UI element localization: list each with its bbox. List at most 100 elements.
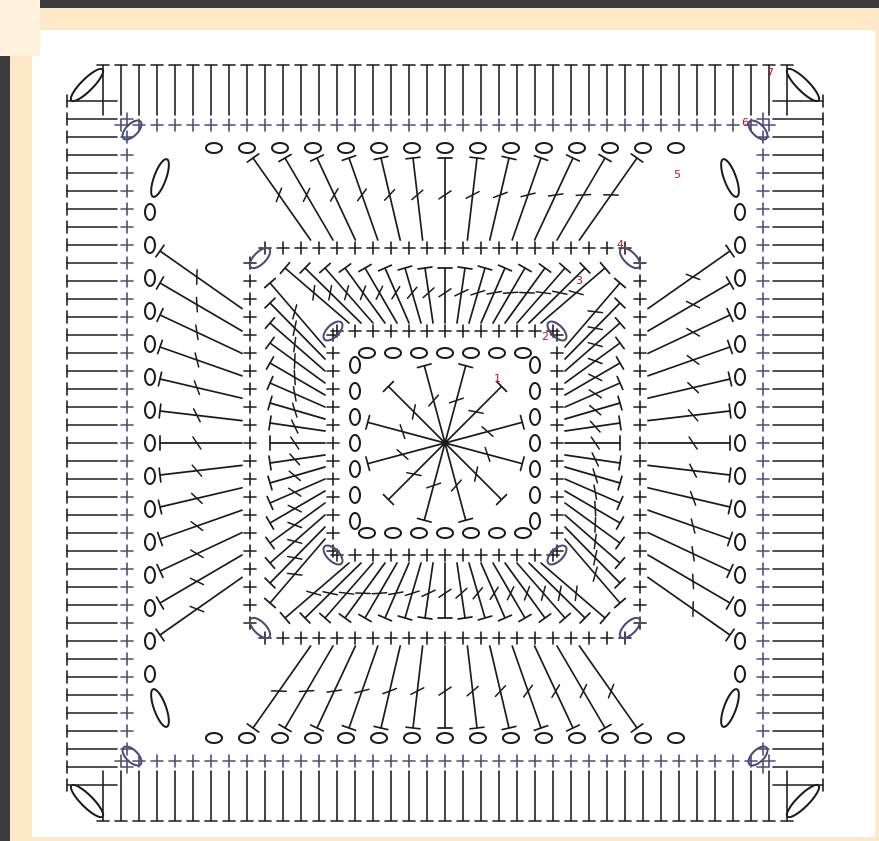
t-stitch-icon	[331, 771, 343, 821]
plus-stitch-icon	[634, 401, 646, 413]
plus-stitch-icon	[757, 239, 769, 251]
plus-stitch-icon	[349, 755, 361, 767]
oval-chain-icon	[145, 501, 155, 517]
row-label-1: 1	[494, 372, 501, 385]
plus-stitch-icon	[244, 329, 256, 341]
double-crochet-icon	[247, 646, 310, 732]
t-stitch-icon	[403, 771, 415, 821]
stitch-stem	[648, 315, 730, 353]
plus-stitch-icon	[511, 325, 523, 337]
plus-stitch-icon	[169, 755, 181, 767]
stitch-slash	[358, 189, 367, 201]
plus-stitch-icon	[244, 563, 256, 575]
t-stitch-icon	[511, 65, 523, 115]
t-stitch-icon	[67, 257, 117, 269]
t-stitch-icon	[67, 437, 117, 449]
t-stitch-icon	[295, 771, 307, 821]
plus-stitch-icon	[583, 755, 595, 767]
plus-stitch-icon	[551, 491, 563, 503]
stitch-slash	[520, 292, 534, 293]
stitch-top-bar	[406, 157, 420, 159]
stitch-stem	[349, 158, 378, 240]
plus-stitch-icon	[327, 347, 339, 359]
plus-stitch-icon	[121, 239, 133, 251]
plus-stitch-icon	[551, 347, 563, 359]
plus-stitch-icon	[757, 527, 769, 539]
t-stitch-icon	[67, 311, 117, 323]
stitch-slash	[549, 194, 563, 196]
oval-chain-icon	[385, 348, 401, 358]
plus-stitch-icon	[244, 401, 256, 413]
plus-stitch-icon	[757, 203, 769, 215]
stitch-stem	[445, 443, 502, 500]
oval-chain-icon	[145, 270, 155, 286]
center-dc-icon	[366, 416, 445, 443]
plus-stitch-icon	[673, 119, 685, 131]
plus-stitch-icon	[757, 491, 769, 503]
plus-stitch-icon	[547, 242, 559, 254]
plus-stitch-icon	[655, 119, 667, 131]
stitch-stem	[648, 347, 730, 376]
plus-stitch-icon	[601, 632, 613, 644]
stitch-slash	[482, 427, 493, 437]
oval-chain-icon	[735, 468, 745, 484]
t-stitch-icon	[773, 707, 823, 719]
oval-chain-icon	[735, 336, 745, 352]
stitch-stem	[490, 646, 509, 728]
double-crochet-icon	[320, 263, 373, 323]
plus-stitch-icon	[349, 632, 361, 644]
t-stitch-icon	[421, 65, 433, 115]
t-stitch-icon	[773, 743, 823, 755]
plus-stitch-icon	[727, 119, 739, 131]
t-stitch-icon	[385, 65, 397, 115]
stitch-stem	[365, 563, 397, 618]
oval-chain-icon	[635, 143, 651, 153]
stitch-top-bar	[631, 154, 642, 162]
plus-stitch-icon	[244, 599, 256, 611]
oval-chain-icon	[437, 733, 453, 743]
plus-stitch-icon	[475, 325, 487, 337]
crochet-chart-canvas: 1 2 3 4 5 6 7	[32, 30, 875, 837]
oval-chain-icon	[668, 143, 684, 153]
stitch-stem	[160, 347, 242, 376]
plus-stitch-icon	[547, 755, 559, 767]
plus-stitch-icon	[121, 707, 133, 719]
stitch-slash	[687, 356, 699, 365]
plus-stitch-icon	[244, 347, 256, 359]
double-crochet-icon	[467, 646, 484, 729]
double-crochet-icon	[490, 156, 516, 240]
plus-stitch-icon	[757, 419, 769, 431]
stitch-stem	[648, 533, 730, 571]
t-stitch-icon	[773, 491, 823, 503]
crochet-square-diagram: 1 2 3 4 5 6 7	[32, 30, 875, 837]
double-crochet-icon	[269, 454, 325, 470]
oval-chain-icon	[145, 402, 155, 418]
plus-stitch-icon	[547, 632, 559, 644]
plus-stitch-icon	[493, 549, 505, 561]
plus-stitch-icon	[187, 119, 199, 131]
t-stitch-icon	[67, 635, 117, 647]
t-stitch-icon	[773, 617, 823, 629]
oval-chain-icon	[735, 237, 745, 253]
stitch-top-bar	[567, 155, 580, 161]
t-stitch-icon	[67, 455, 117, 467]
stitch-stem	[368, 422, 445, 443]
plus-stitch-icon	[634, 329, 646, 341]
plus-stitch-icon	[457, 325, 469, 337]
plus-stitch-icon	[121, 401, 133, 413]
plus-stitch-icon	[331, 242, 343, 254]
double-crochet-icon	[565, 396, 622, 419]
stitch-stem	[648, 283, 730, 331]
double-crochet-icon	[265, 527, 325, 588]
t-stitch-icon	[457, 771, 469, 821]
stitch-top-bar	[269, 416, 271, 430]
stitch-stem	[481, 563, 505, 618]
double-crochet-icon	[156, 245, 242, 308]
oval-chain-icon	[272, 143, 288, 153]
stitch-top-bar	[156, 245, 164, 256]
t-stitch-icon	[691, 65, 703, 115]
oval-chain-icon	[569, 733, 585, 743]
t-stitch-icon	[67, 473, 117, 485]
stitch-top-bar	[539, 614, 550, 622]
stitch-top-bar	[631, 724, 642, 732]
